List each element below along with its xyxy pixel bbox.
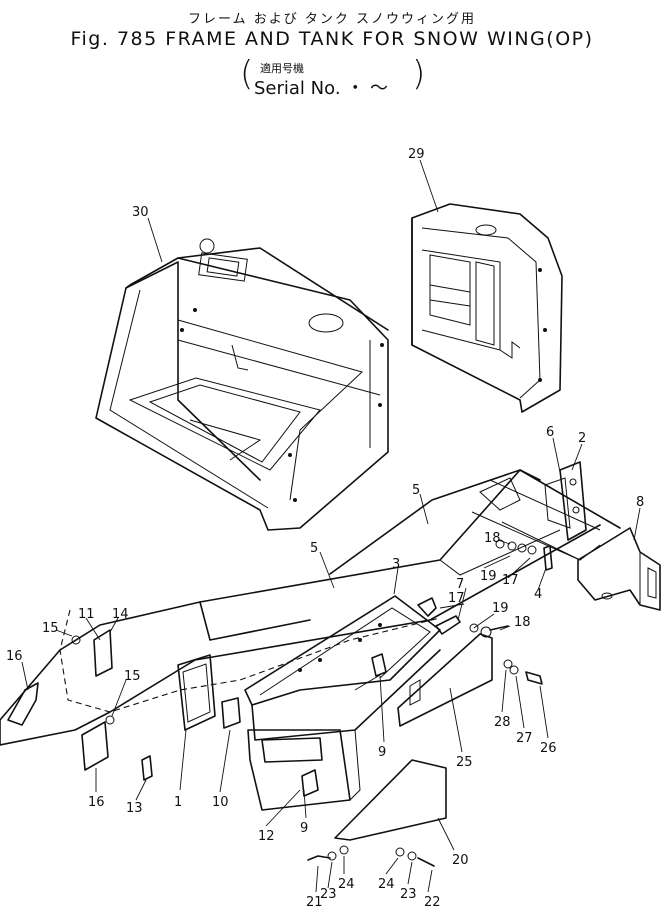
cover-plate-16-top xyxy=(7,682,39,726)
callout-label: 13 xyxy=(126,801,143,816)
callout-label: 30 xyxy=(132,205,149,220)
bracket-11-14 xyxy=(93,629,113,677)
cover-plate-16-bottom xyxy=(81,721,109,771)
cover-1 xyxy=(177,654,216,731)
part-12 xyxy=(301,769,319,797)
right-parenthesis: ) xyxy=(412,54,426,94)
serial-number-block: ( 適用号機 Serial No. ・ ～ ) xyxy=(240,54,430,99)
callout-leaders xyxy=(21,159,641,893)
callout-label: 15 xyxy=(42,621,59,636)
callout-label: 15 xyxy=(124,669,141,684)
part-10 xyxy=(221,697,241,729)
bolt-21 xyxy=(307,855,331,861)
callout-label: 27 xyxy=(516,731,533,746)
callout-label: 5 xyxy=(412,483,420,498)
part-13 xyxy=(141,755,153,781)
callout-label: 24 xyxy=(378,877,395,892)
callout-label: 2 xyxy=(578,431,586,446)
callout-label: 6 xyxy=(546,425,554,440)
callout-label: 16 xyxy=(6,649,23,664)
rear-bracket xyxy=(577,527,661,611)
callout-label: 26 xyxy=(540,741,557,756)
callout-label: 4 xyxy=(534,587,542,602)
callout-label: 18 xyxy=(514,615,531,630)
part-7 xyxy=(435,615,461,635)
tank-assembly xyxy=(95,238,389,531)
callout-label: 1 xyxy=(174,795,182,810)
serial-label-japanese: 適用号機 xyxy=(260,62,304,75)
callout-label: 25 xyxy=(456,755,473,770)
part-9 xyxy=(371,653,387,677)
callout-label: 19 xyxy=(492,601,509,616)
callout-labels: 30 29 6 2 8 5 5 3 18 19 17 4 7 17 19 18 … xyxy=(6,147,644,909)
lower-frame xyxy=(244,595,493,841)
callout-label: 9 xyxy=(378,745,386,760)
callout-label: 16 xyxy=(88,795,105,810)
clamp-17 xyxy=(417,597,437,617)
callout-label: 5 xyxy=(310,541,318,556)
callout-label: 14 xyxy=(112,607,129,622)
callout-label: 20 xyxy=(452,853,469,868)
callout-label: 8 xyxy=(636,495,644,510)
callout-label: 7 xyxy=(456,577,464,592)
callout-label: 28 xyxy=(494,715,511,730)
callout-label: 23 xyxy=(320,887,337,902)
main-frame xyxy=(0,469,621,746)
figure-title: Fig. 785 FRAME AND TANK FOR SNOW WING(OP… xyxy=(70,28,594,50)
callout-label: 17 xyxy=(448,591,465,606)
callout-label: 11 xyxy=(78,607,95,622)
hidden-frame-outline xyxy=(59,609,441,713)
left-parenthesis: ( xyxy=(240,54,254,94)
callout-label: 23 xyxy=(400,887,417,902)
callout-label: 12 xyxy=(258,829,275,844)
bolt-22 xyxy=(417,857,435,867)
callout-label: 24 xyxy=(338,877,355,892)
callout-label: 3 xyxy=(392,557,400,572)
callout-label: 10 xyxy=(212,795,229,810)
callout-label: 9 xyxy=(300,821,308,836)
callout-label: 29 xyxy=(408,147,425,162)
callout-label: 18 xyxy=(484,531,501,546)
callout-label: 19 xyxy=(480,569,497,584)
figure-title-japanese: フレーム および タンク スノウウィング用 xyxy=(187,12,476,27)
part-4 xyxy=(543,545,553,571)
callout-label: 22 xyxy=(424,895,441,909)
tank-cover xyxy=(411,203,563,413)
callout-label: 21 xyxy=(306,895,323,909)
bracket-assembly xyxy=(544,461,587,541)
small-parts xyxy=(7,539,553,867)
serial-label: Serial No. ・ ～ xyxy=(254,78,388,99)
callout-label: 17 xyxy=(502,573,519,588)
